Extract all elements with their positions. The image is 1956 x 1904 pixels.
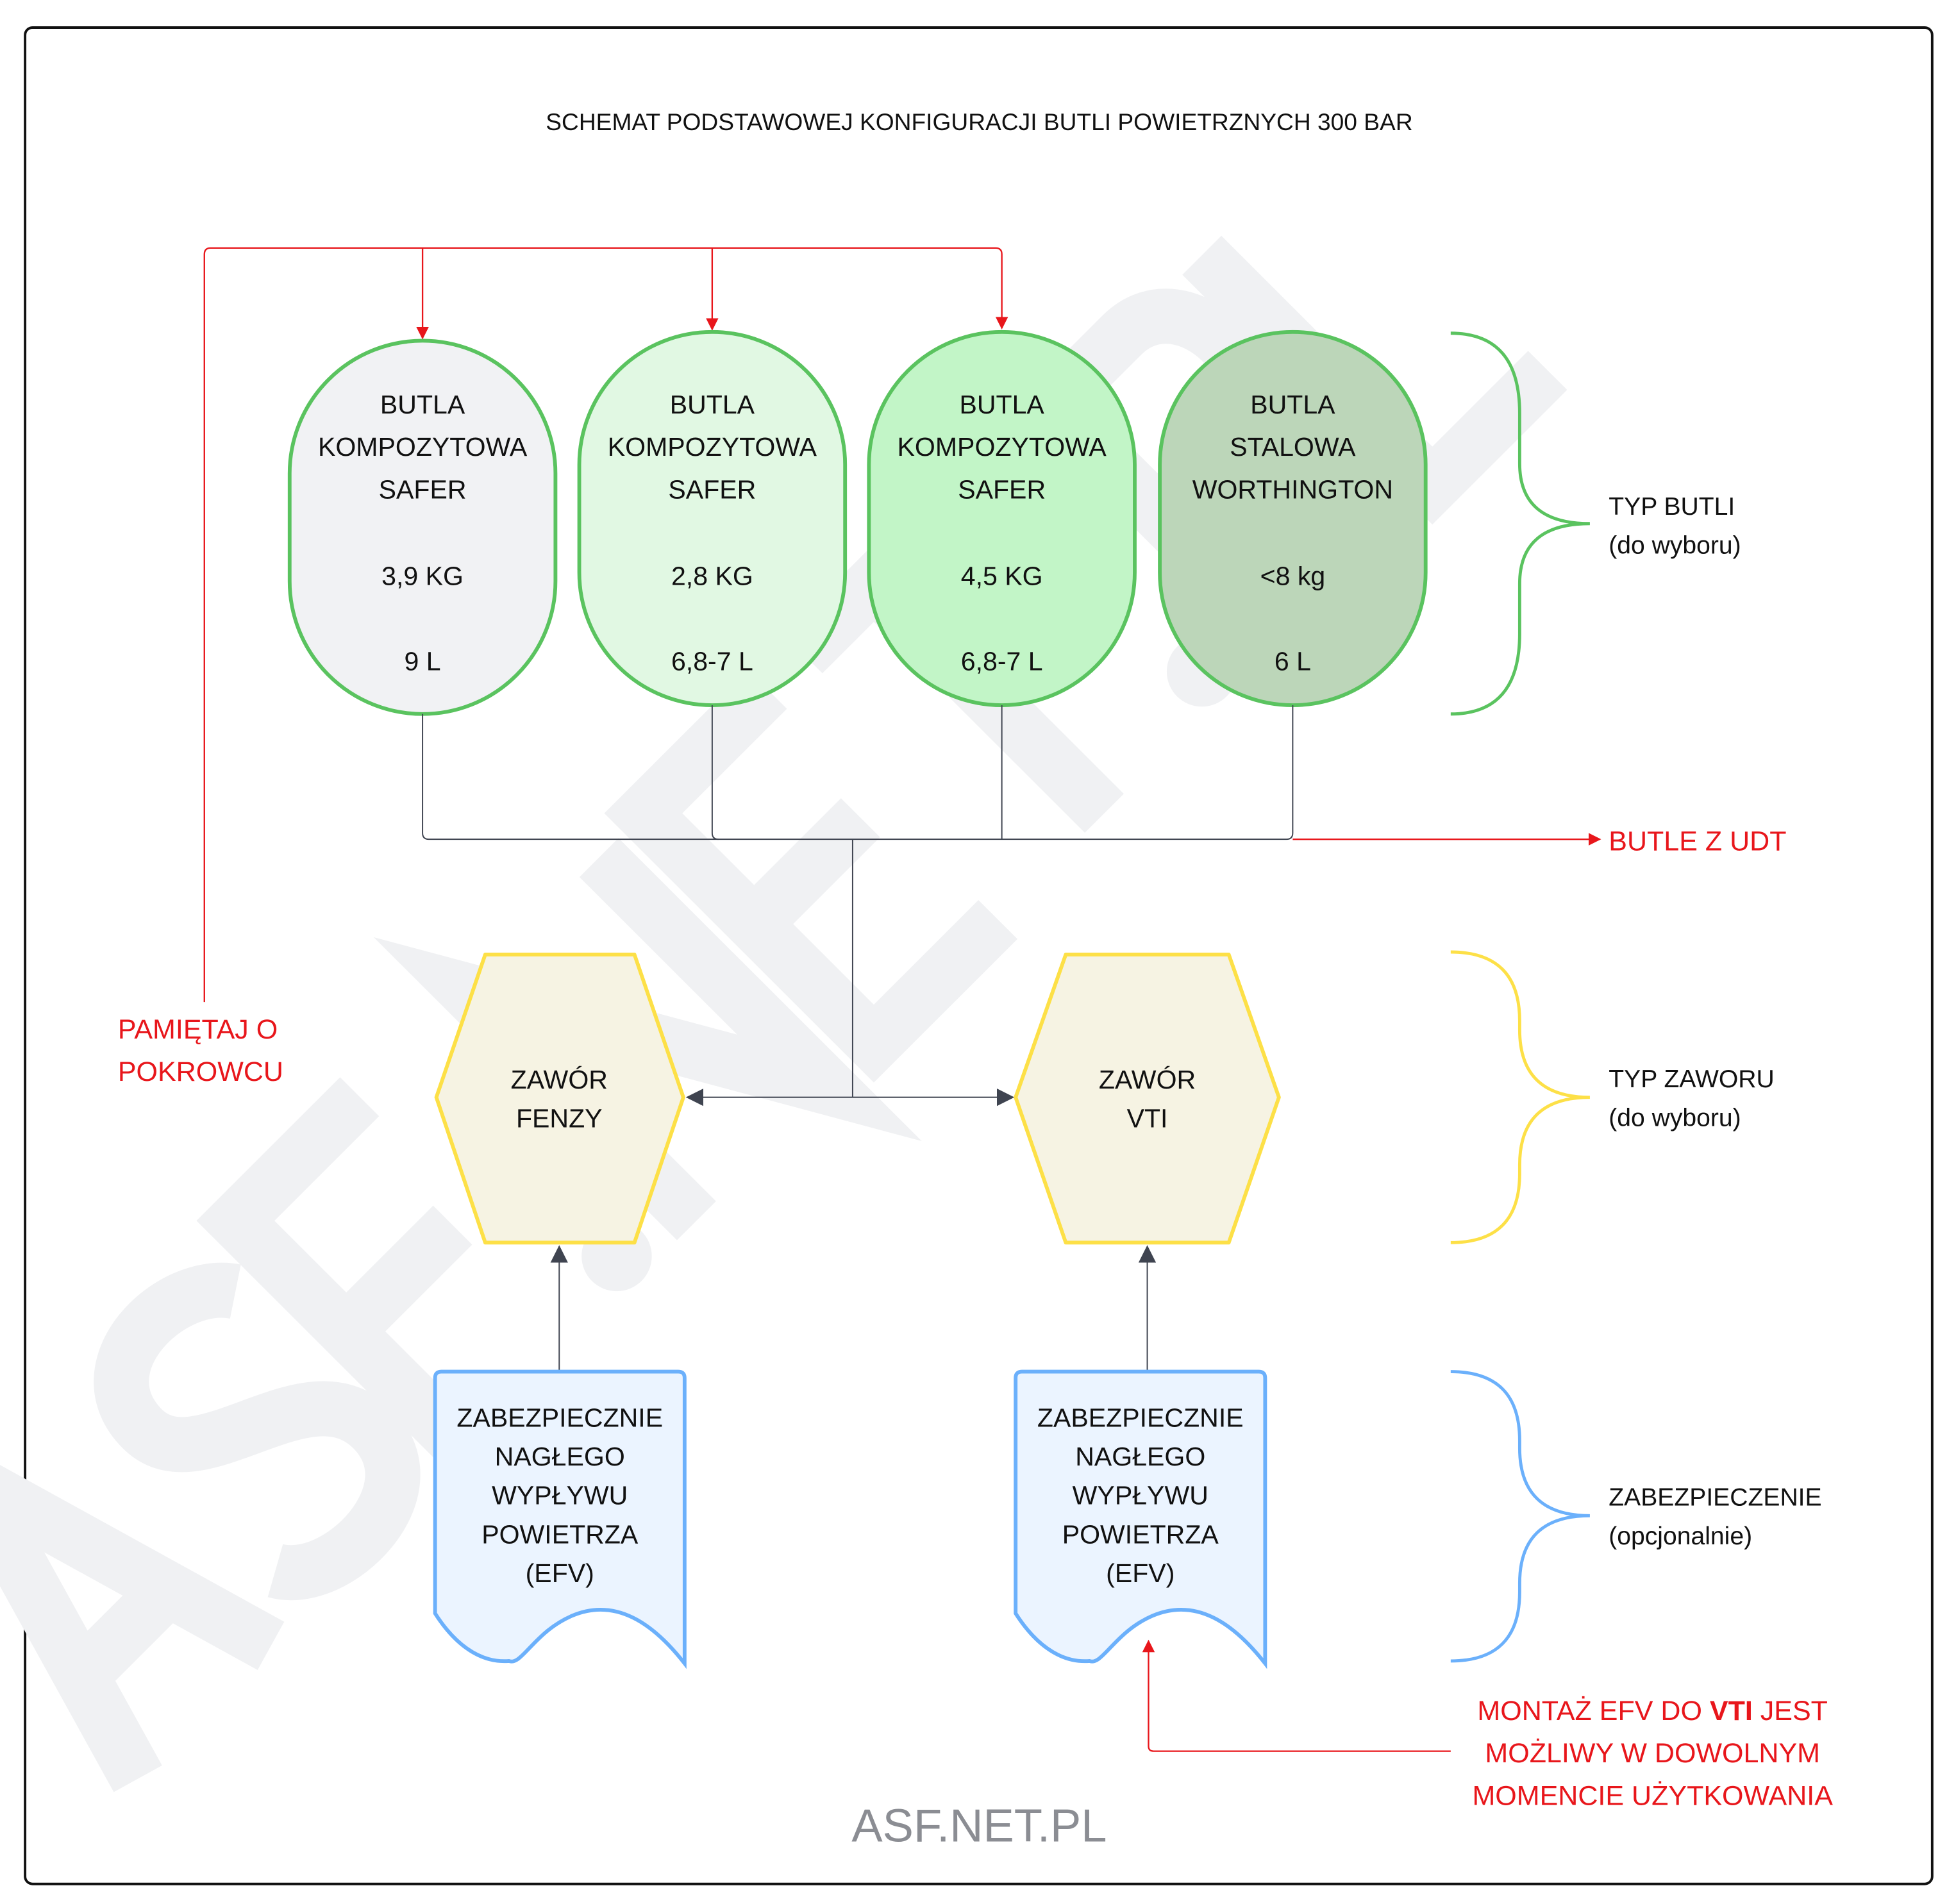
efv-note: MOŻLIWY W DOWOLNYM: [1485, 1738, 1820, 1769]
efv-document-2: ZABEZPIECZNIE NAGŁEGO WYPŁYWU POWIETRZA (EFV…: [1014, 1369, 1267, 1669]
cylinder-connectors: [422, 705, 1294, 1371]
cover-note: POKROWCU: [118, 1056, 283, 1087]
efv-label: (EFV): [1106, 1558, 1174, 1588]
efv-label: POWIETRZA: [1062, 1519, 1219, 1549]
efv-label: ZABEZPIECZNIE: [1037, 1403, 1244, 1433]
cylinder-l3: SAFER: [668, 475, 756, 505]
cylinder-l3: WORTHINGTON: [1192, 475, 1393, 505]
cylinder-l2: KOMPOZYTOWA: [898, 432, 1107, 462]
cylinder-l2: STALOWA: [1230, 432, 1356, 462]
cover-note: PAMIĘTAJ O: [118, 1014, 278, 1045]
cylinder-l2: KOMPOZYTOWA: [608, 432, 817, 462]
efv-label: WYPŁYWU: [1073, 1481, 1208, 1510]
efv-note: MONTAŻ EFV DO VTI JEST: [1477, 1696, 1828, 1726]
efv-note-bold: VTI: [1710, 1696, 1753, 1726]
cylinder-volume: 9 L: [405, 646, 441, 676]
group-label: (do wyboru): [1609, 1105, 1741, 1132]
efv-label: POWIETRZA: [481, 1519, 639, 1549]
efv-note-text: JEST: [1753, 1696, 1828, 1726]
efv-note: MOMENCIE UŻYTKOWANIA: [1472, 1781, 1833, 1812]
efv-label: (EFV): [526, 1558, 594, 1588]
efv-label: ZABEZPIECZNIE: [456, 1403, 663, 1433]
cylinder-3: BUTLA KOMPOZYTOWA SAFER 4,5 KG 6,8-7 L: [867, 330, 1137, 708]
diagram-title: SCHEMAT PODSTAWOWEJ KONFIGURACJI BUTLI P…: [546, 108, 1412, 135]
cylinder-l3: SAFER: [379, 475, 467, 505]
group-label: (do wyboru): [1609, 532, 1741, 560]
cylinder-l2: KOMPOZYTOWA: [318, 432, 528, 462]
brace-safety: [1450, 1370, 1590, 1663]
watermark-glyph: [94, 1262, 421, 1601]
cylinder-2: BUTLA KOMPOZYTOWA SAFER 2,8 KG 6,8-7 L: [577, 330, 848, 708]
efv-note-text: MONTAŻ EFV DO: [1477, 1696, 1709, 1726]
cylinder-l1: BUTLA: [959, 390, 1044, 419]
cylinder-4: BUTLA STALOWA WORTHINGTON <8 kg 6 L: [1158, 330, 1428, 708]
efv-label: NAGŁEGO: [495, 1442, 625, 1471]
group-label: TYP ZAWORU: [1609, 1065, 1774, 1093]
group-label: ZABEZPIECZENIE: [1609, 1484, 1821, 1512]
cylinder-weight: <8 kg: [1260, 562, 1326, 591]
valve-label: FENZY: [516, 1104, 603, 1133]
valve-label: ZAWÓR: [1099, 1065, 1196, 1094]
valve-fenzy: ZAWÓR FENZY: [434, 952, 685, 1245]
efv-label: WYPŁYWU: [492, 1481, 628, 1510]
efv-shape: [1014, 1369, 1267, 1669]
cylinder-weight: 4,5 KG: [961, 562, 1043, 591]
cylinder-l1: BUTLA: [1250, 390, 1335, 419]
valve-vti: ZAWÓR VTI: [1014, 952, 1281, 1245]
efv-label: NAGŁEGO: [1075, 1442, 1205, 1471]
efv-note-arrow: [1142, 1639, 1451, 1752]
cylinder-l1: BUTLA: [380, 390, 465, 419]
cylinder-volume: 6,8-7 L: [671, 646, 753, 676]
group-label: TYP BUTLI: [1609, 493, 1735, 521]
watermark-glyph: [0, 1412, 285, 1792]
watermark-glyph: [196, 1077, 486, 1471]
cylinder-l1: BUTLA: [670, 390, 755, 419]
brace-valves: [1450, 950, 1590, 1244]
cylinder-l3: SAFER: [958, 475, 1046, 505]
efv-shape: [433, 1369, 687, 1669]
cylinder-weight: 2,8 KG: [671, 562, 753, 591]
cylinder-weight: 3,9 KG: [381, 562, 464, 591]
watermark-glyph: [604, 669, 1018, 1083]
cylinder-1: BUTLA KOMPOZYTOWA SAFER 3,9 KG 9 L: [287, 338, 558, 716]
braces: [1450, 331, 1590, 1663]
cylinder-volume: 6 L: [1275, 646, 1311, 676]
cylinder-volume: 6,8-7 L: [961, 646, 1043, 676]
cover-arrows: [203, 247, 1008, 1003]
group-label: (opcjonalnie): [1609, 1523, 1752, 1550]
efv-document-1: ZABEZPIECZNIE NAGŁEGO WYPŁYWU POWIETRZA (EFV…: [433, 1369, 687, 1669]
valve-label: VTI: [1127, 1104, 1168, 1133]
valve-label: ZAWÓR: [511, 1065, 608, 1094]
udt-label: BUTLE Z UDT: [1609, 826, 1786, 857]
brace-cylinders: [1450, 331, 1590, 716]
footer-brand: ASF.NET.PL: [851, 1800, 1107, 1851]
